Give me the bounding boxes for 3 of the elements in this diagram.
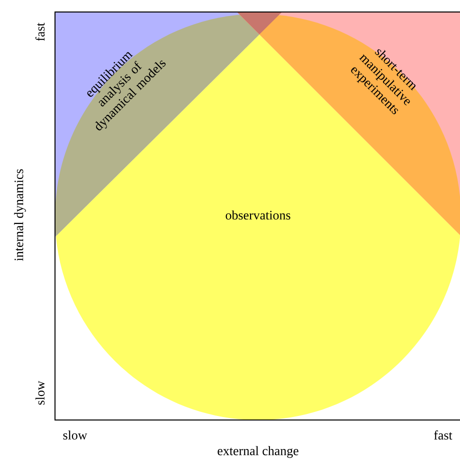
axis-title: internal dynamics: [14, 169, 26, 261]
axis-tick-label: fast: [35, 22, 45, 41]
axis-title: external change: [218, 446, 298, 458]
